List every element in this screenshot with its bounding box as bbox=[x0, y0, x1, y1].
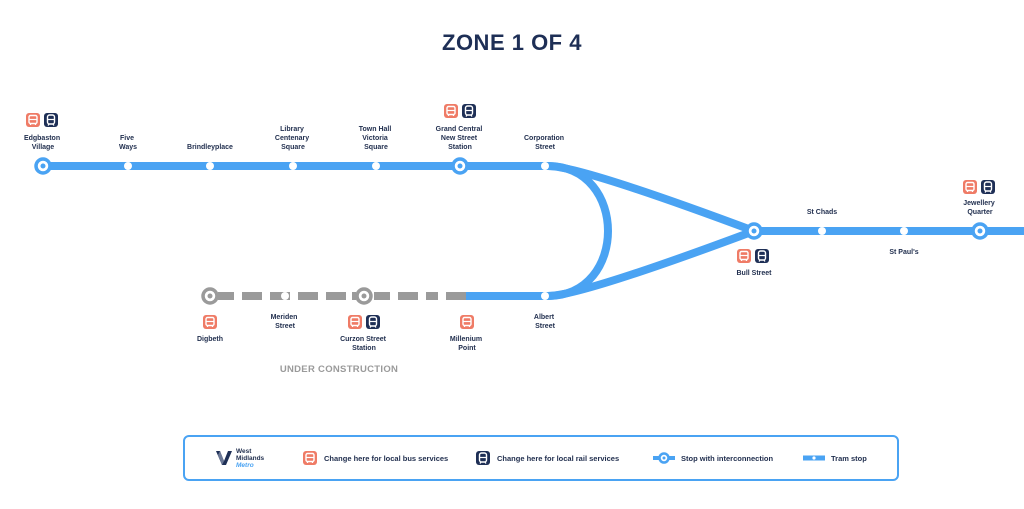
label-five-ways: Five Ways bbox=[119, 135, 137, 151]
interchanges bbox=[34, 157, 989, 305]
stop-albert-street bbox=[541, 292, 549, 300]
label-brindleyplace: Brindleyplace bbox=[187, 144, 233, 151]
stop-brindleyplace bbox=[206, 162, 214, 170]
stop-st-chads bbox=[818, 227, 826, 235]
logo-line2: Midlands bbox=[236, 454, 265, 462]
bus-icon bbox=[25, 112, 41, 128]
rail-icon bbox=[476, 451, 490, 465]
label-grand-central: Grand Central New Street Station bbox=[436, 126, 485, 151]
stop-st-pauls bbox=[900, 227, 908, 235]
construction-line bbox=[218, 292, 466, 300]
wmm-logo-icon bbox=[216, 451, 232, 465]
label-st-chads: St Chads bbox=[807, 209, 837, 216]
bus-icon bbox=[347, 314, 363, 330]
legend-interconnection: Stop with interconnection bbox=[653, 437, 773, 479]
bus-icon bbox=[202, 314, 218, 330]
logo-line1: West bbox=[236, 447, 252, 455]
label-curzon-street: Curzon Street Station bbox=[340, 336, 388, 352]
label-millenium-point: Millenium Point bbox=[450, 336, 484, 352]
rail-icon bbox=[461, 103, 477, 119]
legend-rail-label: Change here for local rail services bbox=[497, 453, 620, 463]
rail-icon bbox=[43, 112, 59, 128]
tram-line bbox=[36, 162, 1024, 300]
legend-bus: Change here for local bus services bbox=[303, 437, 448, 479]
label-corporation-street: Corporation Street bbox=[524, 135, 566, 151]
legend-bus-label: Change here for local bus services bbox=[324, 453, 449, 463]
legend-rail: Change here for local rail services bbox=[476, 437, 619, 479]
page-title: ZONE 1 OF 4 bbox=[442, 30, 582, 55]
legend-tram-stop: Tram stop bbox=[803, 437, 867, 479]
bus-icon bbox=[443, 103, 459, 119]
under-construction-label: UNDER CONSTRUCTION bbox=[280, 364, 398, 375]
rail-icon bbox=[365, 314, 381, 330]
bus-icon bbox=[962, 179, 978, 195]
rail-icon bbox=[754, 248, 770, 264]
label-jewellery-quarter: Jewellery Quarter bbox=[963, 200, 996, 216]
interconnection-icon bbox=[653, 452, 675, 464]
stop-library bbox=[289, 162, 297, 170]
label-bull-street: Bull Street bbox=[736, 270, 772, 277]
label-albert-street: Albert Street bbox=[534, 314, 556, 330]
bus-icon bbox=[303, 451, 317, 465]
label-digbeth: Digbeth bbox=[197, 336, 223, 343]
bus-icon bbox=[736, 248, 752, 264]
tram-stop-icon bbox=[803, 455, 825, 461]
stop-five-ways bbox=[124, 162, 132, 170]
label-meriden-street: Meriden Street bbox=[271, 314, 300, 330]
stop-town-hall bbox=[372, 162, 380, 170]
legend-tram-stop-label: Tram stop bbox=[831, 453, 867, 463]
legend-logo: West Midlands Metro bbox=[215, 437, 264, 479]
legend: West Midlands Metro Change here for loca… bbox=[183, 435, 899, 481]
bus-icon bbox=[459, 314, 475, 330]
label-edgbaston-village: Edgbaston Village bbox=[24, 135, 62, 151]
logo-line3: Metro bbox=[236, 461, 254, 469]
legend-interconnection-label: Stop with interconnection bbox=[681, 453, 774, 463]
label-library: Library Centenary Square bbox=[275, 126, 311, 151]
rail-icon bbox=[980, 179, 996, 195]
label-town-hall: Town Hall Victoria Square bbox=[359, 126, 394, 151]
label-st-pauls: St Paul's bbox=[889, 249, 918, 256]
stop-meriden-street bbox=[281, 292, 289, 300]
stop-corporation-street bbox=[541, 162, 549, 170]
